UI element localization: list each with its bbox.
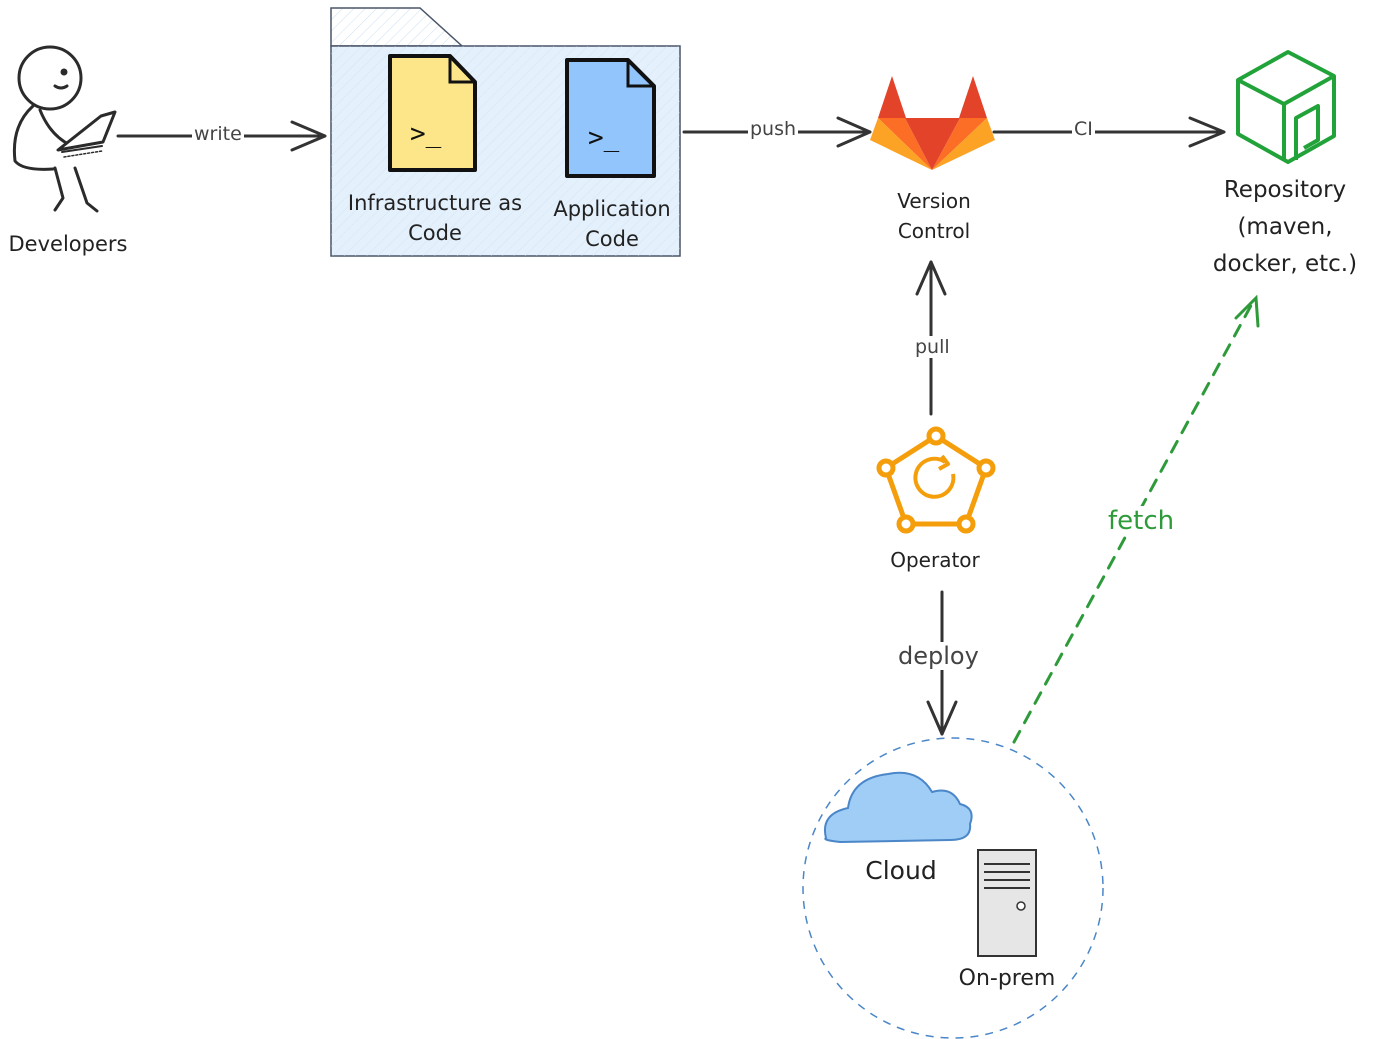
cloud-icon xyxy=(824,771,973,844)
arrow-ci xyxy=(992,116,1226,148)
app-code-label: Application Code xyxy=(553,197,671,251)
iac-terminal-prompt: >_ xyxy=(410,119,442,149)
edge-label-write: write xyxy=(192,123,244,145)
app-file-icon: >_ xyxy=(565,58,656,178)
package-box-icon xyxy=(1236,50,1336,164)
onprem-label: On-prem xyxy=(958,966,1056,991)
server-tower-icon xyxy=(977,849,1037,957)
iac-file-icon: >_ xyxy=(388,54,477,172)
cloud-label: Cloud xyxy=(865,856,937,885)
app-terminal-prompt: >_ xyxy=(588,123,620,153)
edge-label-ci: CI xyxy=(1072,118,1095,140)
repository-label: Repository (maven, docker, etc.) xyxy=(1212,177,1358,277)
version-control-label: Version Control xyxy=(897,189,971,243)
gitlab-fox-icon xyxy=(870,76,995,170)
developer-laptop-icon xyxy=(12,45,117,213)
edge-label-fetch: fetch xyxy=(1106,506,1177,536)
edge-label-pull: pull xyxy=(913,336,952,358)
edge-label-deploy: deploy xyxy=(896,642,981,670)
deployment-target-circle xyxy=(802,737,1104,1039)
iac-label: Infrastructure as Code xyxy=(347,191,523,245)
edge-label-push: push xyxy=(748,118,799,140)
developers-label: Developers xyxy=(8,232,128,256)
operator-pentagon-icon xyxy=(876,426,996,534)
operator-label: Operator xyxy=(890,548,980,572)
